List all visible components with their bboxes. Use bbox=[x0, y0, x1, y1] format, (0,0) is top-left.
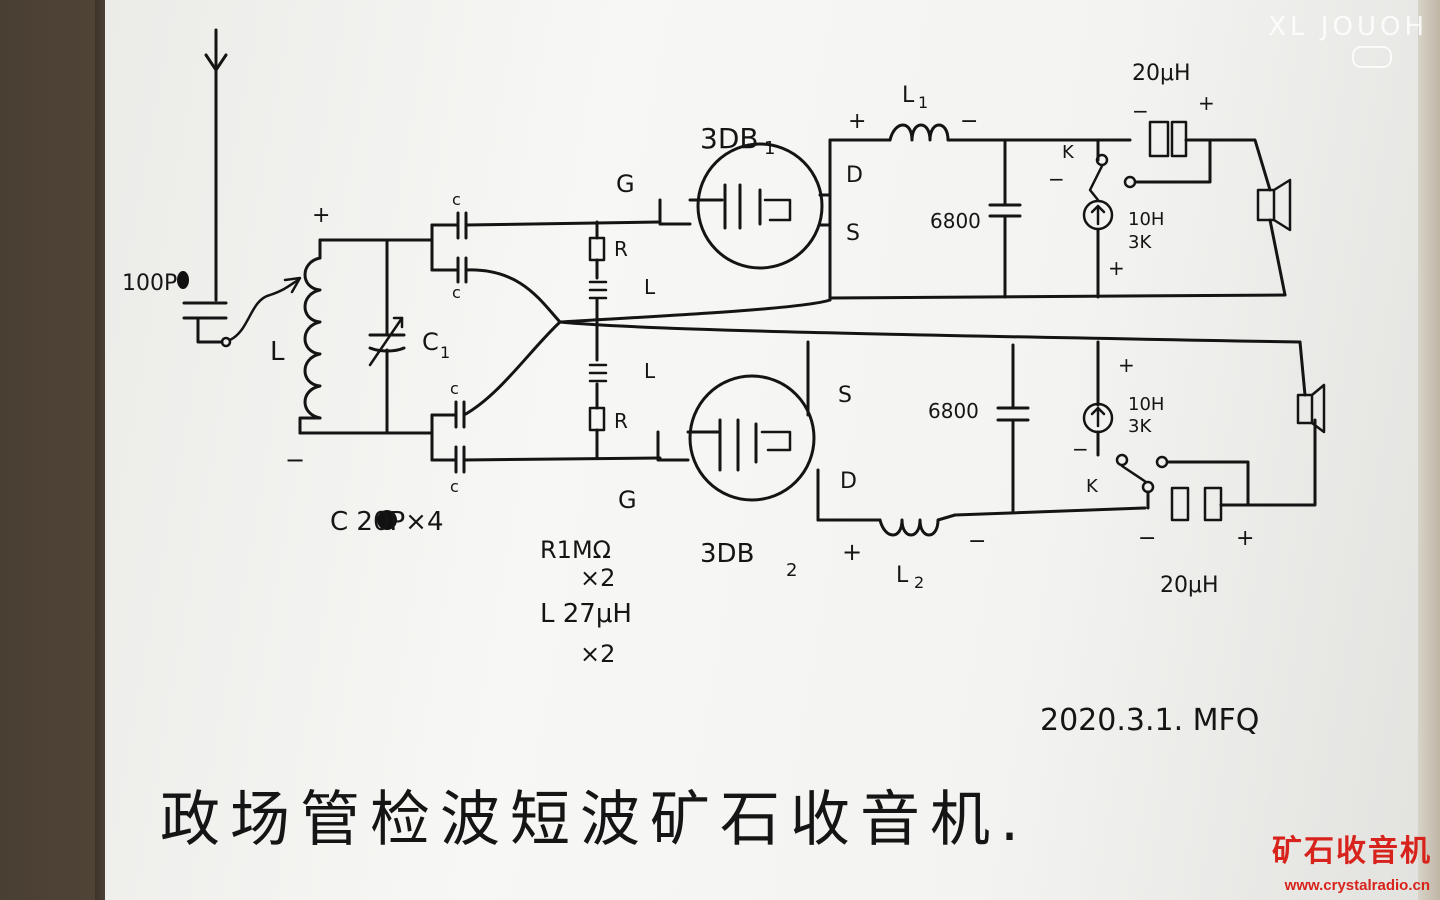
choke-bot-label: 20μH bbox=[1160, 573, 1219, 598]
tuning-coil: L bbox=[270, 238, 342, 435]
choke-bot-plus: + bbox=[1236, 526, 1254, 551]
meter-bot-plus: + bbox=[1118, 353, 1135, 377]
drain-2-label: D bbox=[840, 469, 857, 494]
bottom-bias-network: R L bbox=[588, 320, 656, 460]
meter-top-plus: + bbox=[1108, 256, 1125, 280]
inductor-2-sub: 2 bbox=[914, 573, 924, 592]
cap-top-label: 6800 bbox=[930, 209, 981, 233]
meter-bot-label: 10H bbox=[1128, 394, 1164, 415]
l2-plus: + bbox=[842, 538, 862, 566]
parts-notes: C 20P×4 R1MΩ ×2 L 27μH ×2 bbox=[330, 507, 632, 668]
meter-bot-2: 3K bbox=[1128, 416, 1152, 437]
inductor-1-sub: 1 bbox=[918, 93, 928, 112]
antenna-capacitor: 100P bbox=[122, 271, 232, 348]
tap-wire bbox=[228, 278, 300, 342]
c-bot-2: c bbox=[450, 477, 459, 496]
inductor-1-label: L bbox=[902, 83, 915, 108]
transistor-3db1: 3DB 1 G D S bbox=[616, 122, 863, 270]
meter-bot-minus: − bbox=[1072, 437, 1089, 461]
site-url: www.crystalradio.cn bbox=[1284, 877, 1430, 894]
tap-arrow-icon bbox=[283, 276, 302, 294]
watermark-brand: XL JOUOH bbox=[1268, 12, 1428, 42]
choke-top-plus: + bbox=[1198, 91, 1215, 115]
site-logo: 矿石收音机 bbox=[1272, 834, 1432, 869]
choke-top-minus: − bbox=[1132, 99, 1149, 123]
transistor-2-sub: 2 bbox=[786, 560, 797, 581]
watermark-logo-icon bbox=[1352, 46, 1392, 68]
c-top-2: c bbox=[452, 283, 461, 302]
var-cap-sub: 1 bbox=[440, 343, 450, 362]
source-1-label: S bbox=[846, 221, 860, 246]
source-2-label: S bbox=[838, 383, 852, 408]
switch-bot-label: K bbox=[1086, 476, 1099, 497]
l1-minus: − bbox=[960, 109, 978, 134]
meter-top-label: 10H bbox=[1128, 209, 1164, 230]
switch-top-label: K bbox=[1062, 142, 1075, 163]
transistor-2-label: 3DB bbox=[700, 539, 754, 569]
drain-1-label: D bbox=[846, 163, 863, 188]
parts-l-label: L 27μH bbox=[540, 599, 632, 629]
diagram-title: 政场管检波短波矿石收音机. bbox=[160, 785, 1029, 855]
paper-shadow bbox=[95, 0, 107, 900]
cap-bot-label: 6800 bbox=[928, 399, 979, 423]
variable-capacitor: C 1 bbox=[368, 238, 450, 435]
res-top-label: R bbox=[614, 237, 628, 261]
l1-plus: + bbox=[848, 109, 866, 134]
meter-top-minus: − bbox=[1048, 167, 1065, 191]
antenna bbox=[204, 28, 228, 302]
parts-r-qty: ×2 bbox=[580, 564, 615, 592]
coil-minus-mark: − bbox=[285, 446, 305, 474]
parts-l-qty: ×2 bbox=[580, 640, 615, 668]
transistor-3db2: 3DB 2 G D S bbox=[618, 348, 857, 581]
transistor-1-label: 3DB bbox=[700, 122, 759, 155]
gate-1-label: G bbox=[616, 170, 635, 198]
coupling-capacitors: c c c c bbox=[430, 190, 468, 496]
signature: 2020.3.1. MFQ bbox=[1040, 703, 1259, 738]
paper-stack-edge bbox=[1418, 0, 1440, 900]
cap-spec-label: C 20P×4 bbox=[330, 507, 444, 537]
bottom-output-stage: + L 2 − 6800 K 10H 3K + − − + 20μH bbox=[806, 340, 1326, 598]
l2-minus: − bbox=[968, 529, 986, 554]
res-bot-label: R bbox=[614, 409, 628, 433]
choke-bot-minus: − bbox=[1138, 526, 1156, 551]
coil-plus-mark: + bbox=[312, 203, 330, 228]
var-cap-label: C bbox=[422, 328, 439, 356]
ind-top-label: L bbox=[644, 275, 656, 299]
top-output-stage: + L 1 − 6800 K 10H 3K 20μH − + − + bbox=[828, 61, 1292, 302]
transistor-1-sub: 1 bbox=[764, 138, 775, 159]
ind-bot-label: L bbox=[644, 359, 656, 383]
parts-r-label: R1MΩ bbox=[540, 536, 611, 564]
gate-2-label: G bbox=[618, 486, 637, 514]
choke-top-label: 20μH bbox=[1132, 61, 1191, 86]
coil-label: L bbox=[270, 337, 285, 367]
inductor-2-label: L bbox=[896, 563, 909, 588]
meter-top-2: 3K bbox=[1128, 232, 1152, 253]
c-bot-1: c bbox=[450, 379, 459, 398]
antenna-cap-label: 100P bbox=[122, 271, 177, 296]
top-bias-network: R L bbox=[588, 220, 656, 324]
c-top-1: c bbox=[452, 190, 461, 209]
input-wiring bbox=[462, 220, 1302, 462]
paper-sheet bbox=[105, 0, 1423, 900]
